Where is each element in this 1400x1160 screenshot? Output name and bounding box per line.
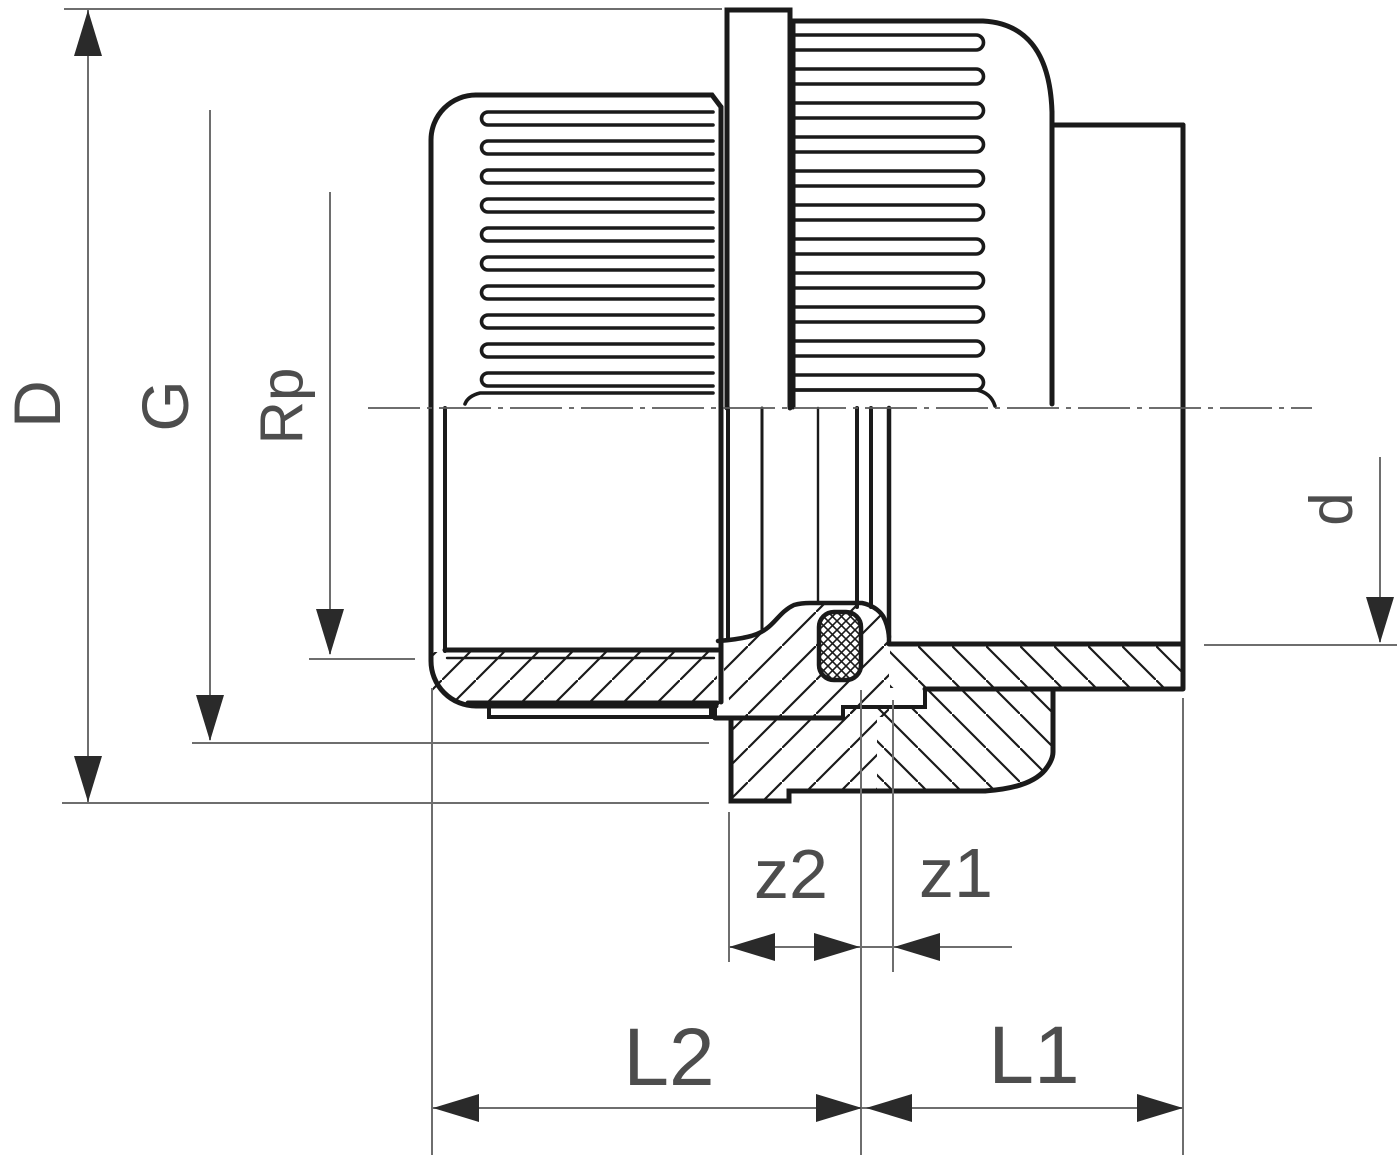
- nut-bottom-lip: [487, 704, 713, 719]
- o-ring: [816, 609, 864, 683]
- nut-outer-profile: [428, 92, 719, 709]
- arrow-z2-right: [814, 933, 860, 961]
- arrow-L2-right: [816, 1094, 862, 1122]
- nut-top-edge: [473, 92, 724, 110]
- insert-head-outline: [715, 600, 892, 644]
- dim-label-z1: z1: [919, 834, 993, 912]
- arrow-L1-left: [866, 1094, 912, 1122]
- insert-head-hatch: [719, 603, 889, 717]
- arrow-L1-right: [1137, 1094, 1183, 1122]
- o-ring-outline: [816, 609, 864, 683]
- left-thread-wall-hatch: [433, 652, 717, 702]
- arrow-D-up: [74, 10, 102, 56]
- o-ring-crosshatch: [819, 612, 861, 680]
- arrow-d-down: [1366, 597, 1394, 643]
- body-outlines: [428, 7, 1186, 804]
- arrow-Rp-down: [316, 609, 344, 655]
- socket-wall-hatch: [890, 646, 1183, 688]
- dim-label-D: D: [0, 380, 74, 428]
- dimension-lines: [62, 8, 1397, 1155]
- arrow-G-down: [196, 695, 224, 741]
- dimension-labels: D G Rp d z2 z1 L2 L1: [0, 368, 1365, 1103]
- arrow-D-down: [74, 756, 102, 802]
- arrow-z1-left: [894, 933, 940, 961]
- dim-label-G: G: [128, 380, 202, 431]
- nut-knurl-ribs: [463, 110, 715, 406]
- dim-label-Rp: Rp: [249, 368, 316, 445]
- dim-label-L2: L2: [623, 1012, 714, 1103]
- dim-label-d: d: [1298, 492, 1365, 525]
- grip-top-edge: [790, 18, 1055, 115]
- arrow-z2-left: [729, 933, 775, 961]
- dimension-arrows: [74, 10, 1394, 1122]
- shoulder-round-corner: [982, 687, 1056, 794]
- flange-step: [841, 705, 879, 720]
- flange-bottom-edge: [728, 715, 988, 804]
- body-shoulder-hatch: [877, 690, 1053, 789]
- dim-label-L1: L1: [988, 1010, 1079, 1101]
- section-hatching: [433, 603, 1183, 801]
- dim-label-z2: z2: [754, 835, 828, 913]
- collar-strip: [724, 7, 793, 411]
- insert-flange-hatch: [732, 707, 877, 801]
- grip-knurl-ribs: [791, 33, 997, 408]
- arrow-L2-left: [433, 1094, 479, 1122]
